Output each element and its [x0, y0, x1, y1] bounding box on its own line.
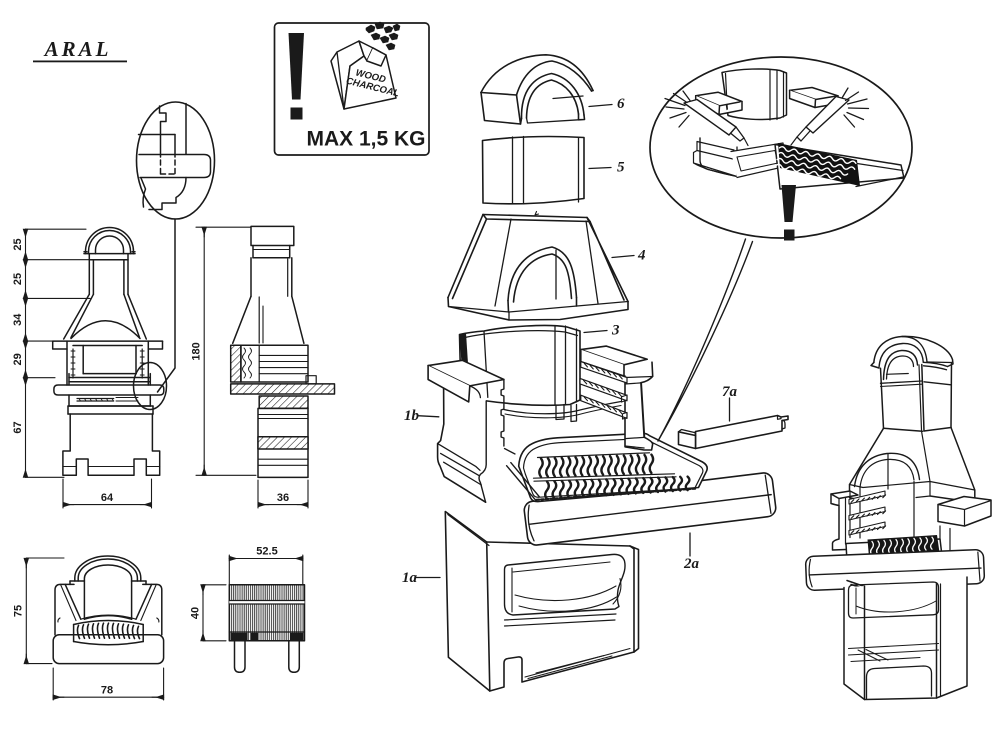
svg-text:7a: 7a [722, 384, 738, 400]
svg-text:25: 25 [12, 273, 24, 285]
svg-text:5: 5 [617, 160, 625, 176]
svg-text:78: 78 [101, 685, 113, 697]
svg-text:ARAL: ARAL [43, 37, 112, 61]
svg-text:34: 34 [12, 313, 24, 326]
svg-text:36: 36 [277, 492, 289, 504]
svg-text:180: 180 [191, 342, 203, 360]
svg-text:75: 75 [13, 605, 25, 617]
svg-text:64: 64 [101, 492, 114, 504]
svg-text:1b: 1b [404, 408, 420, 424]
svg-text:25: 25 [12, 238, 24, 250]
svg-text:MAX 1,5 KG: MAX 1,5 KG [306, 128, 425, 151]
svg-text:40: 40 [190, 607, 202, 619]
svg-text:52.5: 52.5 [256, 546, 277, 558]
svg-text:3: 3 [611, 323, 620, 339]
svg-text:2a: 2a [683, 556, 700, 572]
svg-text:67: 67 [12, 421, 24, 433]
svg-text:29: 29 [12, 353, 24, 365]
svg-text:4: 4 [637, 248, 646, 264]
svg-text:1a: 1a [402, 570, 418, 586]
svg-text:6: 6 [617, 96, 625, 112]
